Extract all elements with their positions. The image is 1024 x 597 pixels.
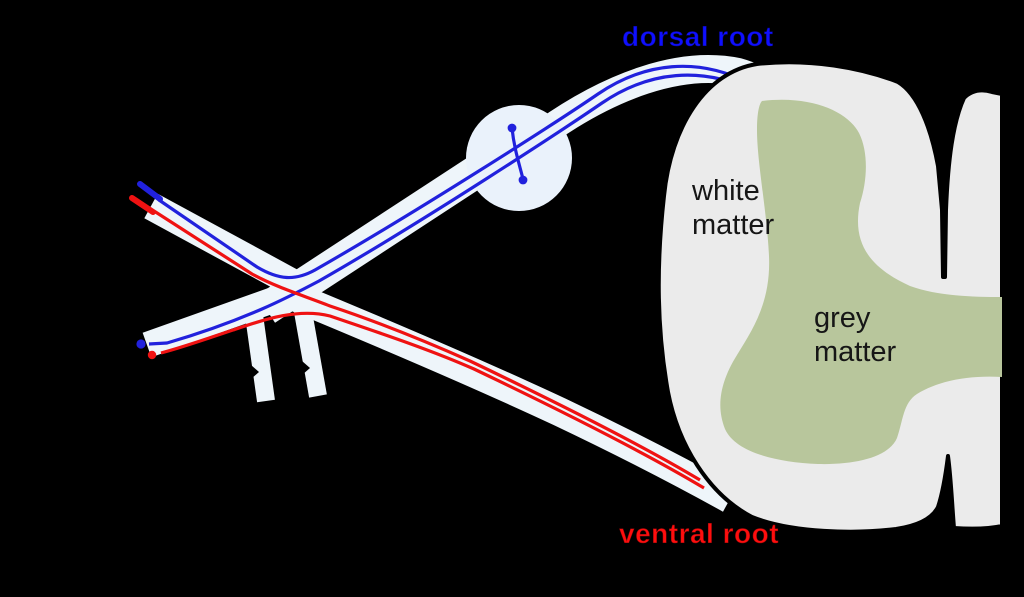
ganglion-neuron-cell-body [507, 123, 528, 185]
motor-fiber-cut-end [129, 195, 156, 215]
stub-notch-1 [251, 365, 259, 379]
nerve-fibers [148, 64, 754, 490]
grey-matter-label: grey matter [814, 302, 897, 368]
stub-notch-2 [302, 361, 310, 375]
spinal-cord-grey-matter [720, 99, 1002, 465]
white-matter-label: white matter [692, 175, 775, 241]
dorsal-root-label: dorsal root [622, 21, 774, 53]
ganglion-neuron-stem [510, 127, 525, 180]
ramus-communicans-stub-2 [293, 304, 327, 398]
ganglion-neuron-dot-lower [518, 175, 528, 185]
ventral-root-label: ventral root [618, 518, 780, 550]
sensory-fiber-cut-end [137, 181, 163, 202]
motor-fiber-dorsal-ramus [153, 209, 701, 482]
sensory-fiber-dorsal-ramus [158, 64, 750, 280]
sensory-fiber-ending-dot [136, 339, 146, 349]
stub-cut-notches [251, 361, 310, 379]
fiber-terminals [129, 181, 163, 360]
motor-fiber-ventral-ramus [160, 311, 705, 490]
ganglion-neuron-dot-upper [507, 123, 517, 133]
motor-fiber-ending-dot [147, 350, 157, 360]
sensory-fiber-ventral-ramus [148, 73, 754, 346]
